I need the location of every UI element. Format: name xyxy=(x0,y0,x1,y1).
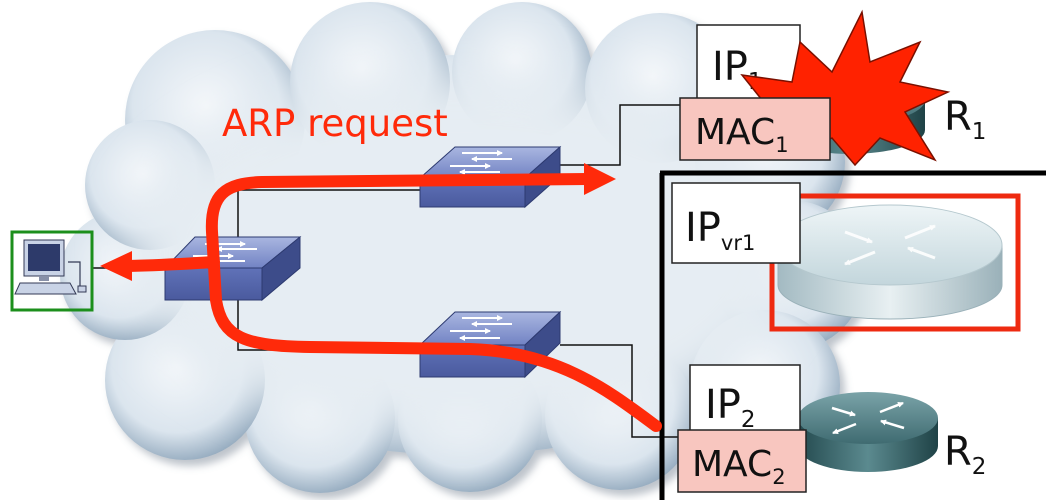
ip-box-r2: IP2 xyxy=(689,364,801,438)
pc-host xyxy=(10,230,94,312)
mac-label-r2: MAC xyxy=(692,444,772,485)
mac-box-r2: MAC2 xyxy=(677,429,807,493)
ip-label-r2: IP xyxy=(705,382,741,428)
ip-box-r1: IP1 xyxy=(696,24,801,101)
arrowhead-to-r1 xyxy=(584,163,616,195)
ip-subscript-r2: 2 xyxy=(741,407,756,433)
svg-text:IP2: IP2 xyxy=(705,382,756,433)
link-switch-r1 xyxy=(560,104,680,166)
svg-text:IPvr1: IPvr1 xyxy=(685,205,755,255)
router-name-r2: R2 xyxy=(944,429,986,480)
router-name-r1: R1 xyxy=(944,94,986,145)
arp-request-label: ARP request xyxy=(222,102,448,145)
arp-request-flow xyxy=(100,163,662,432)
svg-text:IP1: IP1 xyxy=(712,44,763,95)
ip-label-r1: IP xyxy=(712,44,748,90)
pc-highlight-box xyxy=(10,230,94,312)
mac-subscript-r2: 2 xyxy=(772,465,785,489)
ip-label-virtual: IP xyxy=(685,205,721,251)
arp-flow-path xyxy=(205,173,662,432)
router-subscript-r1: 1 xyxy=(972,119,987,145)
arrowhead-to-pc xyxy=(100,251,132,281)
arp-flow-branch-to-pc xyxy=(122,256,220,272)
link-switch-r2 xyxy=(560,344,680,438)
router-icon-r2 xyxy=(798,392,938,472)
mac-label-r1: MAC xyxy=(695,112,775,153)
mac-box-r1: MAC1 xyxy=(679,97,831,161)
vrrp-group-boundary xyxy=(659,170,1046,500)
mac-subscript-r1: 1 xyxy=(775,133,788,157)
router-subscript-r2: 2 xyxy=(972,454,987,480)
svg-text:MAC2: MAC2 xyxy=(692,444,786,489)
ip-subscript-virtual: vr1 xyxy=(721,231,755,255)
router-label-r2: R xyxy=(944,429,972,475)
computer-icon xyxy=(14,239,87,295)
router-icon-virtual xyxy=(777,204,1003,320)
svg-text:MAC1: MAC1 xyxy=(695,112,789,157)
router-label-r1: R xyxy=(944,94,972,140)
ip-box-virtual: IPvr1 xyxy=(671,182,801,264)
